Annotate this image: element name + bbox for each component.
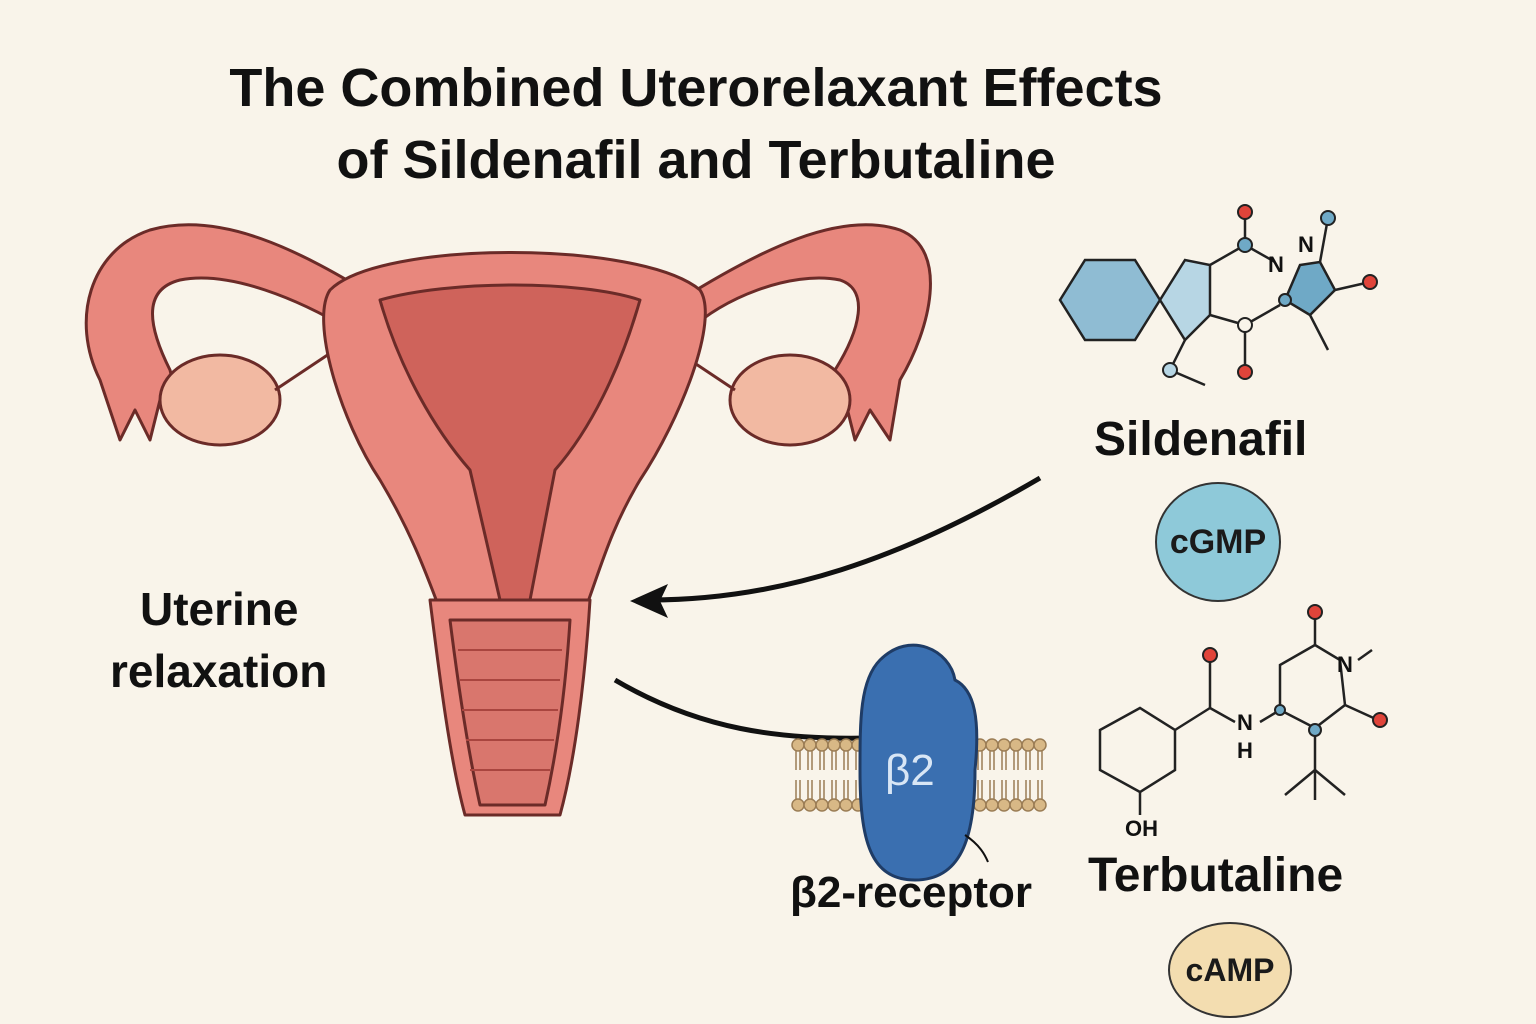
uterine-relaxation-label-line2: relaxation (110, 645, 328, 697)
lipid-head (791, 798, 805, 812)
arrowhead (630, 584, 668, 618)
lipid-tail (819, 751, 825, 770)
lipid-head (985, 738, 999, 752)
lipid-tail (1025, 780, 1031, 799)
atom-n: N (1268, 252, 1284, 277)
lipid-tail (1037, 751, 1043, 770)
lipid-tail (819, 780, 825, 799)
lipid-tail (977, 751, 983, 770)
lipid-tail (1013, 780, 1019, 799)
lipid-head (973, 798, 987, 812)
atom-oh: OH (1125, 816, 1158, 841)
sildenafil-molecule (1058, 204, 1378, 387)
cgmp-badge: cGMP (1155, 482, 1281, 602)
lipid-tail (831, 780, 837, 799)
lipid-tail (807, 780, 813, 799)
lipid-tail (1001, 780, 1007, 799)
sildenafil-label: Sildenafil (1094, 413, 1308, 466)
lipid-head (1033, 738, 1047, 752)
lipid-tail (795, 780, 801, 799)
lipid-head (803, 798, 817, 812)
title-line-2: of Sildenafil and Terbutaline (336, 130, 1056, 190)
receptor-symbol: β2 (885, 746, 935, 795)
lipid-tail (795, 751, 801, 770)
lipid-tail (807, 751, 813, 770)
camp-badge: cAMP (1168, 922, 1292, 1018)
lipid-head (985, 798, 999, 812)
lipid-tail (1037, 780, 1043, 799)
diagram-title: The Combined Uterorelaxant Effects of Si… (0, 52, 1392, 196)
lipid-tail (1013, 751, 1019, 770)
atom-n: N (1337, 652, 1353, 677)
lipid-tail (1001, 751, 1007, 770)
lipid-head (839, 798, 853, 812)
beta2-receptor-protein (858, 643, 979, 882)
lipid-head (815, 738, 829, 752)
cell-membrane (791, 738, 1047, 812)
lipid-head (815, 798, 829, 812)
terbutaline-label: Terbutaline (1088, 849, 1344, 902)
lipid-head (827, 738, 841, 752)
uterus-illustration (84, 223, 932, 817)
lipid-head (997, 738, 1011, 752)
lipid-tail (1025, 751, 1031, 770)
lipid-head (1021, 738, 1035, 752)
atom-n: N (1237, 710, 1253, 735)
uterine-relaxation-label-line1: Uterine (140, 583, 299, 635)
lipid-head (803, 738, 817, 752)
lipid-head (1033, 798, 1047, 812)
lipid-head (1009, 738, 1023, 752)
terbutaline-molecule (1098, 604, 1388, 815)
sildenafil-arrow (649, 475, 1042, 603)
lipid-tail (843, 780, 849, 799)
beta2-receptor-label: β2-receptor (790, 868, 1033, 917)
lipid-head (1021, 798, 1035, 812)
lipid-tail (989, 780, 995, 799)
atom-h: H (1237, 738, 1253, 763)
lipid-head (997, 798, 1011, 812)
lipid-tail (843, 751, 849, 770)
lipid-head (839, 738, 853, 752)
lipid-head (827, 798, 841, 812)
lipid-tail (831, 751, 837, 770)
lipid-head (1009, 798, 1023, 812)
atom-n: N (1298, 232, 1314, 257)
title-line-1: The Combined Uterorelaxant Effects (229, 58, 1163, 118)
lipid-tail (977, 780, 983, 799)
terbutaline-curve (613, 677, 871, 741)
lipid-head (791, 738, 805, 752)
lipid-tail (989, 751, 995, 770)
